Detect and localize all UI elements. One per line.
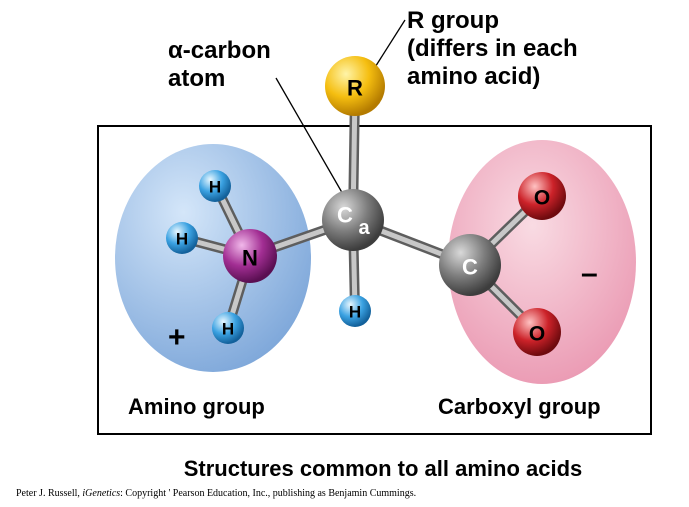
- credit-after: : Copyright ' Pearson Education, Inc., p…: [120, 488, 416, 499]
- r-group-label-line1: R group: [407, 7, 499, 34]
- amino-group-label: Amino group: [128, 394, 265, 419]
- r-atom-label: R: [347, 76, 363, 101]
- alpha-carbon-label-line2: atom: [168, 65, 225, 92]
- credit-italic: iGenetics: [82, 488, 120, 499]
- c-alpha-atom-label: C: [337, 203, 353, 228]
- n-atom-label: N: [242, 246, 258, 271]
- carboxyl-group-label: Carboxyl group: [438, 394, 601, 419]
- c-alpha-atom: C a: [322, 189, 384, 251]
- h-amino-top-atom: H: [199, 170, 231, 202]
- o-bottom-atom: O: [513, 308, 561, 356]
- credit-before: Peter J. Russell,: [16, 488, 82, 499]
- figure-caption: Structures common to all amino acids: [184, 456, 583, 481]
- alpha-carbon-leader-line: [275, 77, 345, 197]
- n-atom: N: [223, 229, 277, 283]
- c-alpha-subscript: a: [358, 217, 370, 239]
- r-group-label-line2: (differs in each: [407, 35, 578, 62]
- h-amino-bottom-label: H: [222, 320, 234, 339]
- h-amino-left-atom: H: [166, 222, 198, 254]
- h-alpha-label: H: [349, 303, 361, 322]
- h-amino-left-label: H: [176, 230, 188, 249]
- r-group-label-line3: amino acid): [407, 63, 540, 90]
- h-amino-bottom-atom: H: [212, 312, 244, 344]
- o-bottom-atom-label: O: [529, 323, 545, 346]
- h-amino-top-label: H: [209, 178, 221, 197]
- o-top-atom-label: O: [534, 187, 550, 210]
- plus-sign: +: [168, 321, 186, 354]
- credit-line: Peter J. Russell, iGenetics: Copyright '…: [16, 488, 416, 499]
- c-carboxyl-atom-label: C: [462, 255, 478, 280]
- minus-sign: –: [581, 257, 598, 290]
- o-top-atom: O: [518, 172, 566, 220]
- c-carboxyl-atom: C: [439, 234, 501, 296]
- group-frame: [97, 125, 652, 435]
- r-atom: R: [325, 56, 385, 116]
- carboxyl-group-region: [448, 140, 636, 384]
- h-alpha-atom: H: [339, 295, 371, 327]
- alpha-carbon-label-line1: α-carbon: [168, 37, 271, 64]
- amino-group-region: [115, 144, 311, 372]
- r-group-leader-line: [371, 19, 406, 73]
